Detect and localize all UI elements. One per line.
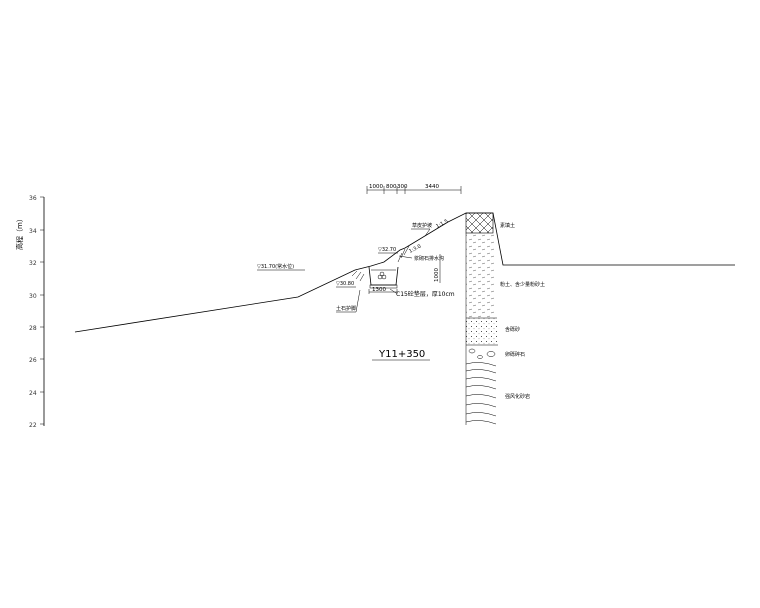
tick-label: 28 <box>29 325 37 332</box>
upper-platform-marker: ▽32.70 <box>378 247 398 254</box>
concrete-label: C15砼垫层，厚10cm <box>396 290 455 298</box>
water-level-label: ▽31.70(常水位) <box>257 263 294 270</box>
weathered-sandstone-layer <box>465 362 497 425</box>
lower-platform-marker: ▽30.80 <box>336 281 356 288</box>
layer-label: 含砾砂 <box>505 326 520 333</box>
dimension-label: 800 <box>386 184 397 190</box>
drainage-ditch: 1300 <box>368 266 399 294</box>
concrete-callout: C15砼垫层，厚10cm <box>389 288 455 298</box>
dimension-label: 1000 <box>369 184 383 190</box>
borehole-column <box>465 212 498 425</box>
foot-wall-callout: 土石护脚 <box>336 289 361 313</box>
foot-wall-label: 土石护脚 <box>336 305 356 312</box>
section-label: Y11+350 <box>378 349 425 360</box>
layer-label: 粉土、含少量粉砂土 <box>500 281 545 288</box>
top-dimension-chain: 1000 800 300 3440 <box>366 184 462 194</box>
ground-profile <box>74 212 735 333</box>
layer-label: 素填土 <box>500 222 515 229</box>
drainage-callout: 浆砌石排水沟 <box>398 255 444 262</box>
layer-label: 卵砾碎石 <box>505 351 525 358</box>
section-title: Y11+350 <box>372 349 430 361</box>
slope-protection-label: 草皮护坡 <box>412 222 432 229</box>
axis-ticks <box>40 196 44 425</box>
ditch-width-dimension: 1300 <box>372 287 386 293</box>
upper-platform-label: ▽32.70 <box>378 247 396 253</box>
gravel-sand-layer <box>466 318 497 345</box>
slope-ratio-lower: 1:3.0 <box>408 243 422 254</box>
slope-protection-callout: 草皮护坡 <box>411 222 432 237</box>
dimension-label: 300 <box>397 184 408 190</box>
tick-label: 30 <box>29 293 37 300</box>
lower-platform-label: ▽30.80 <box>336 281 354 287</box>
pebble-layer <box>468 348 496 359</box>
tick-label: 36 <box>29 195 37 202</box>
silt-layer <box>466 233 496 318</box>
elevation-axis: 36 34 32 30 28 26 24 22 高程（m） <box>15 195 45 429</box>
vertical-dimension: 1000 <box>434 254 441 283</box>
water-level-marker: ▽31.70(常水位) <box>257 263 305 271</box>
fill-soil-layer <box>465 212 494 234</box>
drainage-label: 浆砌石排水沟 <box>414 255 444 262</box>
concrete-base <box>369 284 398 289</box>
vertical-dimension-label: 1000 <box>434 268 440 282</box>
tick-label: 34 <box>29 228 37 235</box>
slope-ratio-upper: 1:1.5 <box>435 218 449 229</box>
tick-label: 32 <box>29 260 37 267</box>
tick-label: 22 <box>29 422 37 429</box>
tick-label: 24 <box>29 390 37 397</box>
pipe-icon <box>377 274 383 280</box>
layer-label: 强风化砂岩 <box>505 393 530 400</box>
tick-label: 26 <box>29 357 37 364</box>
dimension-label: 3440 <box>425 184 439 190</box>
axis-title: 高程（m） <box>15 215 24 250</box>
